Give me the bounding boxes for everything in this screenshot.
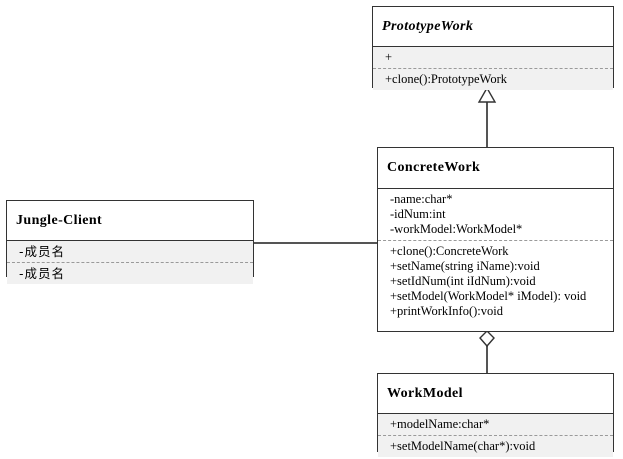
class-box-jungle-client[interactable]: Jungle-Client -成员名 -成员名	[6, 200, 254, 284]
operations-compartment-prototype-work: +clone():PrototypeWork	[373, 68, 613, 90]
member-item: +setModelName(char*):void	[390, 439, 536, 453]
class-title-prototype-work: PrototypeWork	[373, 7, 613, 47]
generalization-connector	[477, 86, 497, 147]
class-title-work-model: WorkModel	[378, 374, 613, 414]
operations-compartment-jungle-client: -成员名	[7, 262, 253, 284]
attributes-compartment-concrete-work: -name:char* -idNum:int -workModel:WorkMo…	[378, 189, 613, 240]
member-item: -成员名	[19, 244, 66, 259]
hollow-triangle-arrowhead	[477, 86, 497, 103]
member-item: -workModel:WorkModel*	[390, 222, 523, 236]
member-item: +setModel(WorkModel* iModel): void	[390, 289, 587, 303]
hollow-diamond-marker	[479, 330, 495, 348]
attributes-compartment-work-model: +modelName:char*	[378, 414, 613, 435]
member-item: +clone():PrototypeWork	[385, 72, 507, 86]
operations-compartment-concrete-work: +clone():ConcreteWork +setName(string iN…	[378, 240, 613, 322]
member-item: -name:char*	[390, 192, 453, 206]
member-item: +modelName:char*	[390, 417, 490, 431]
class-box-concrete-work[interactable]: ConcreteWork -name:char* -idNum:int -wor…	[377, 147, 614, 332]
class-title-jungle-client: Jungle-Client	[7, 201, 253, 241]
class-box-prototype-work[interactable]: PrototypeWork + +clone():PrototypeWork	[372, 6, 614, 90]
member-item: +setIdNum(int iIdNum):void	[390, 274, 536, 288]
member-item: -成员名	[19, 266, 66, 281]
member-item: -idNum:int	[390, 207, 446, 221]
attributes-compartment-jungle-client: -成员名	[7, 241, 253, 262]
member-item: +printWorkInfo():void	[390, 304, 503, 318]
member-item: +clone():ConcreteWork	[390, 244, 509, 258]
aggregation-connector	[479, 330, 495, 373]
operations-compartment-work-model: +setModelName(char*):void	[378, 435, 613, 457]
member-item: +setName(string iName):void	[390, 259, 540, 273]
member-item: +	[385, 50, 393, 64]
class-title-concrete-work: ConcreteWork	[378, 148, 613, 189]
class-box-work-model[interactable]: WorkModel +modelName:char* +setModelName…	[377, 373, 614, 457]
attributes-compartment-prototype-work: +	[373, 47, 613, 68]
